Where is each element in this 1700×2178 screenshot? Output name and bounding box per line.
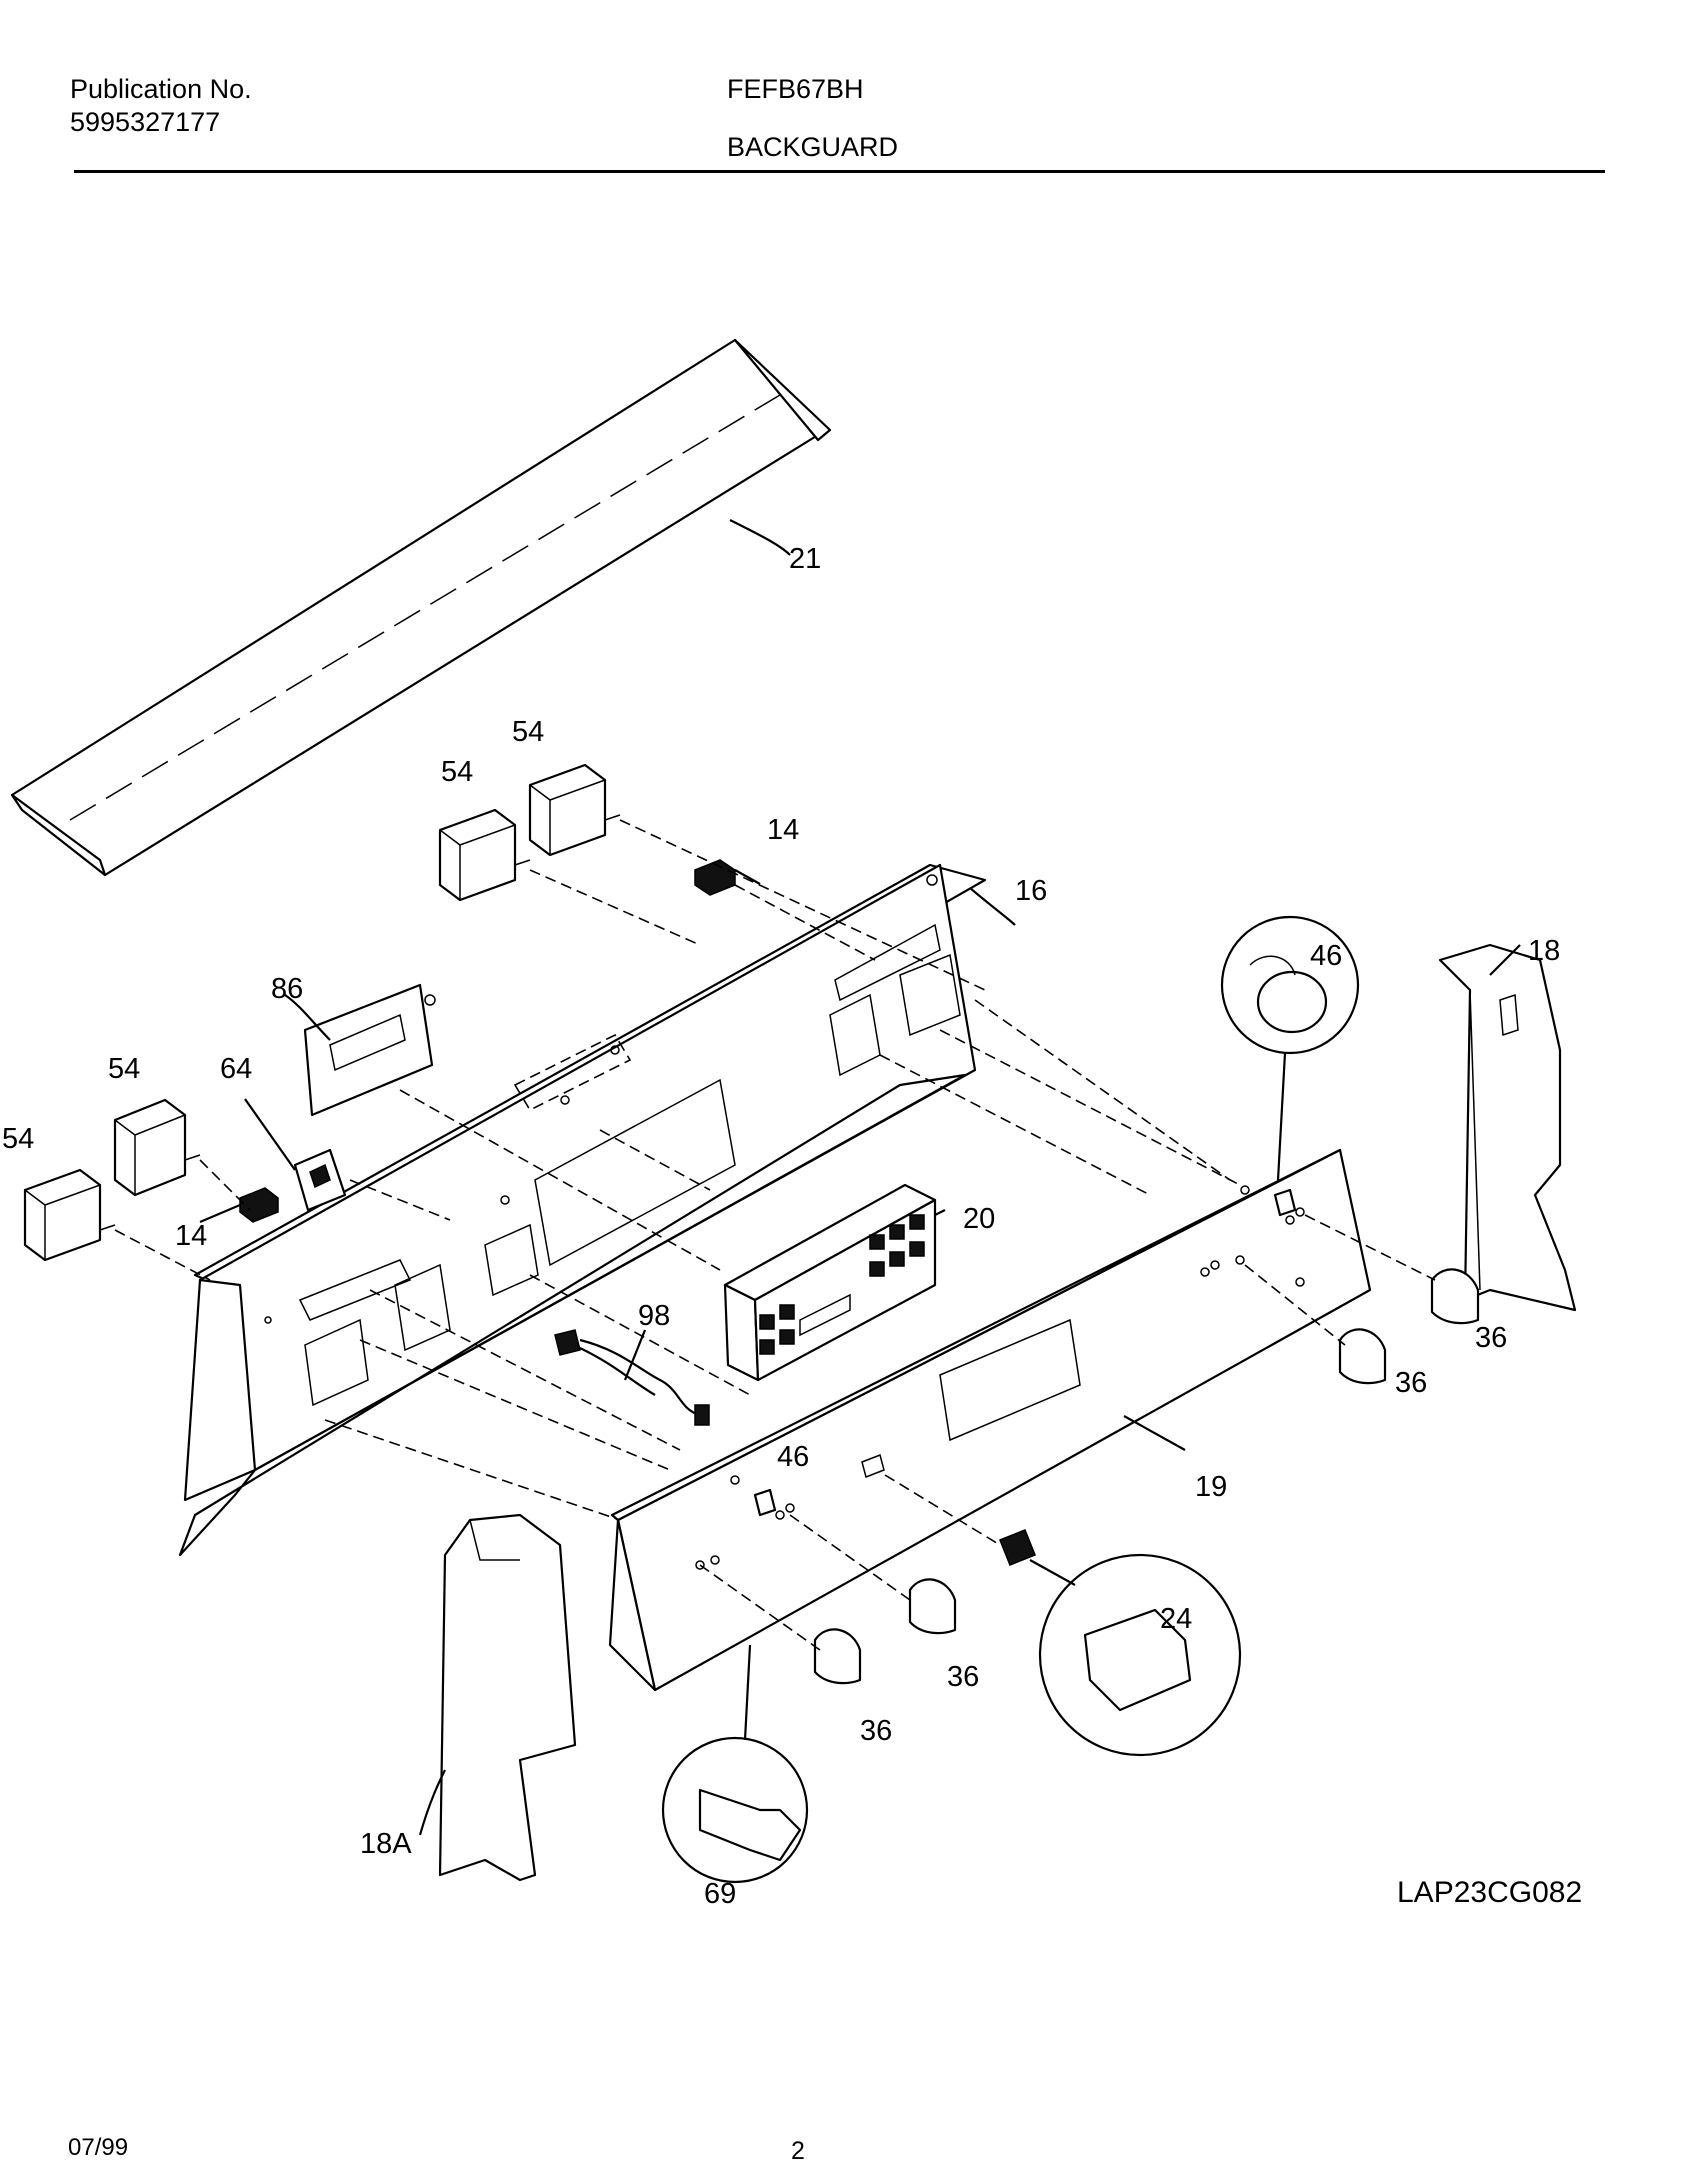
callout-69: 69 xyxy=(704,1878,736,1910)
callout-54: 54 xyxy=(108,1053,140,1085)
part-98-wire-harness xyxy=(554,1329,710,1426)
header-rule xyxy=(74,170,1605,173)
part-36-knob-a xyxy=(1430,1268,1480,1325)
diagram-reference-code: LAP23CG082 xyxy=(1397,1876,1582,1909)
part-54-switch-b xyxy=(438,808,531,902)
part-54-switch-a xyxy=(528,763,621,857)
callout-46: 46 xyxy=(1310,940,1342,972)
callout-36: 36 xyxy=(947,1661,979,1693)
part-36-knob-c xyxy=(908,1578,957,1635)
footer-date: 07/99 xyxy=(68,2134,129,2161)
callout-36: 36 xyxy=(1395,1367,1427,1399)
callout-86: 86 xyxy=(271,973,303,1005)
part-18a-left-end-cap xyxy=(438,1513,577,1882)
part-54-switch-d xyxy=(23,1168,116,1262)
part-16-backguard-panel xyxy=(178,863,987,1557)
callout-54: 54 xyxy=(512,716,544,748)
part-46-clip-small xyxy=(753,1188,1297,1517)
callout-64: 64 xyxy=(220,1053,252,1085)
section-title: BACKGUARD xyxy=(727,132,899,162)
callout-54: 54 xyxy=(441,756,473,788)
part-18-right-end-cap xyxy=(1438,943,1577,1312)
callout-14: 14 xyxy=(175,1220,207,1252)
leader-lines xyxy=(199,519,1521,1836)
part-36-knob-b xyxy=(1338,1328,1387,1385)
part-21-top-trim xyxy=(10,338,832,877)
callout-98: 98 xyxy=(638,1300,670,1332)
callout-36: 36 xyxy=(860,1715,892,1747)
callout-16: 16 xyxy=(1015,875,1047,907)
callout-20: 20 xyxy=(963,1203,995,1235)
callout-18: 18 xyxy=(1528,935,1560,967)
callout-54: 54 xyxy=(2,1123,34,1155)
callout-14: 14 xyxy=(767,814,799,846)
part-20-electronic-clock xyxy=(723,1183,937,1382)
model-number: FEFB67BH xyxy=(727,74,864,104)
part-69-screw-detail xyxy=(661,1644,809,1884)
part-46-bezel-detail xyxy=(1220,915,1360,1181)
callout-24: 24 xyxy=(1160,1603,1192,1635)
part-36-knob-d xyxy=(813,1628,862,1685)
part-19-control-panel xyxy=(608,1148,1372,1692)
callout-18a: 18A xyxy=(360,1828,412,1860)
callout-46: 46 xyxy=(777,1441,809,1473)
callout-19: 19 xyxy=(1195,1471,1227,1503)
part-14-switch-b xyxy=(239,1187,279,1223)
callout-36: 36 xyxy=(1475,1322,1507,1354)
footer-page-number: 2 xyxy=(791,2137,805,2165)
part-14-switch-a xyxy=(694,859,736,896)
part-54-switch-c xyxy=(113,1098,201,1197)
part-24-rocker-switch xyxy=(999,1529,1242,1757)
part-86-board xyxy=(303,983,436,1117)
part-64-indicator-light xyxy=(293,1148,347,1212)
assembly-lines xyxy=(114,819,1436,1651)
publication-label: Publication No. xyxy=(70,74,252,104)
callout-21: 21 xyxy=(789,543,821,575)
publication-number: 5995327177 xyxy=(70,107,221,137)
